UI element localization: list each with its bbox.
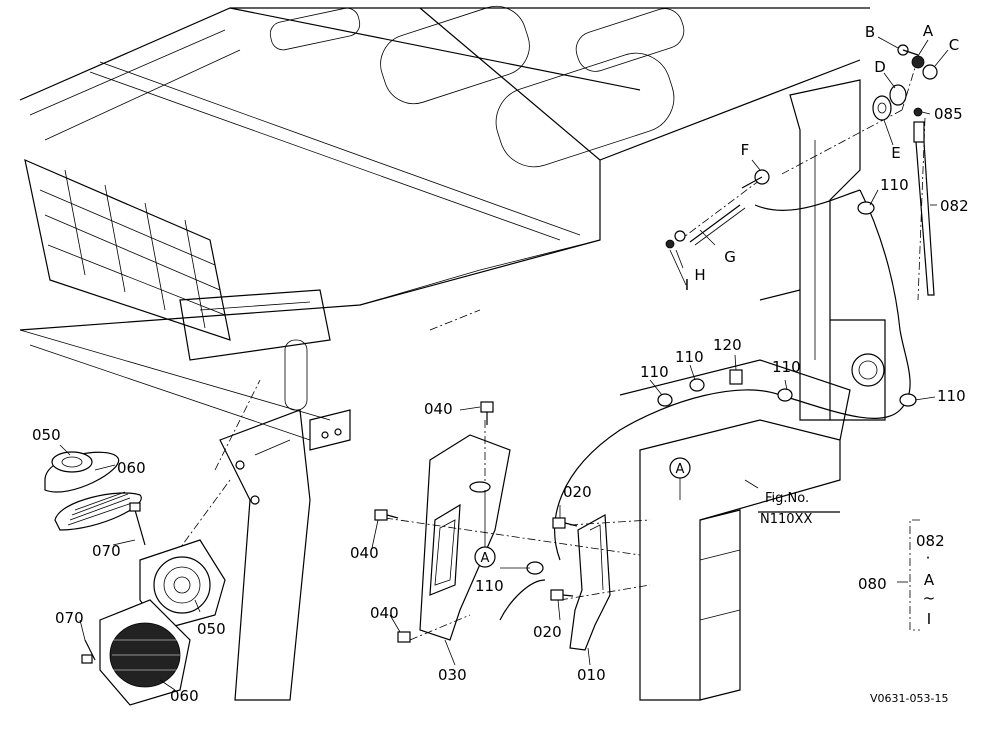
bolt-040-mid [374, 509, 388, 521]
group-range-i: I [927, 610, 931, 628]
drawing-code: V0631-053-15 [870, 692, 948, 705]
fig-reference: Fig.No. N110XX [760, 491, 812, 527]
cable-clips [526, 201, 917, 575]
label-050-right: 050 [197, 620, 226, 638]
speaker-right [81, 539, 226, 706]
bolt-020-low [550, 589, 564, 601]
group-range-tilde: ~ [923, 589, 936, 607]
bolt-040-low [397, 631, 411, 643]
clip-110-a [857, 201, 875, 215]
svg-text:A: A [676, 462, 685, 477]
label-060-bottom: 060 [170, 687, 199, 705]
group-080: 080 082 · A ~ I [858, 519, 945, 631]
label-030: 030 [438, 666, 467, 684]
nut-i [665, 239, 675, 249]
label-110-e: 110 [937, 387, 966, 405]
label-g: G [724, 248, 736, 266]
label-e: E [891, 144, 900, 162]
label-a: A [923, 22, 934, 40]
label-110-b: 110 [640, 363, 669, 381]
cap-c [922, 64, 938, 80]
fig-no-label: Fig.No. [765, 491, 809, 506]
side-panel [619, 79, 886, 701]
group-number: 080 [858, 575, 887, 593]
antenna-base [913, 121, 925, 143]
label-110-f: 110 [475, 577, 504, 595]
washer-h [674, 230, 686, 242]
bolt-020-top [552, 517, 566, 529]
grille-060-left [54, 492, 142, 531]
left-pillar [219, 409, 351, 701]
speaker-left [44, 451, 146, 546]
clip-110-d [777, 388, 793, 402]
group-range-dot: · [926, 549, 931, 567]
label-010: 010 [577, 666, 606, 684]
antenna-mount-hardware [665, 44, 938, 296]
svg-text:A: A [481, 551, 490, 566]
bolts [374, 401, 578, 643]
clip-110-b [657, 393, 673, 407]
washer-e [872, 95, 892, 121]
label-f: F [741, 141, 750, 159]
clip-110-e [899, 393, 917, 407]
label-c: C [949, 36, 959, 54]
label-070-right: 070 [55, 609, 84, 627]
ref-circle-a-right: A [669, 457, 691, 500]
panel-030 [419, 434, 511, 641]
group-range-start: 082 [916, 532, 945, 550]
label-060-top: 060 [117, 459, 146, 477]
label-b: B [865, 23, 875, 41]
label-h: H [694, 266, 705, 284]
bolt-040-top [480, 401, 494, 413]
group-range-a: A [924, 571, 935, 589]
label-082: 082 [940, 197, 969, 215]
label-110-a: 110 [880, 176, 909, 194]
part-labels: B A C D E 085 F 082 110 G H I 110 110 12… [32, 22, 969, 705]
label-050-left: 050 [32, 426, 61, 444]
label-d: D [874, 58, 886, 76]
nut-a [911, 55, 925, 69]
leader-lines [174, 57, 926, 641]
label-040-low: 040 [370, 604, 399, 622]
cab-roof [19, 5, 870, 441]
bracket-010 [499, 514, 611, 651]
label-i: I [685, 276, 689, 294]
label-085: 085 [934, 105, 963, 123]
screw-070-right [84, 639, 96, 661]
ref-circle-a-left: A [474, 490, 496, 568]
stud-g [689, 204, 741, 243]
washer-d [889, 84, 907, 106]
fig-ref-number: N110XX [760, 512, 812, 527]
label-020-top: 020 [563, 483, 592, 501]
nut-085 [913, 107, 923, 117]
label-110-c: 110 [675, 348, 704, 366]
label-110-d: 110 [772, 358, 801, 376]
label-120: 120 [713, 336, 742, 354]
label-020-low: 020 [533, 623, 562, 641]
clamp-120 [729, 369, 743, 385]
label-070-left: 070 [92, 542, 121, 560]
clip-110-c [689, 378, 705, 392]
screw-070-left [134, 509, 146, 546]
label-040-mid: 040 [350, 544, 379, 562]
label-040-top: 040 [424, 400, 453, 418]
antenna-rod [915, 141, 935, 296]
mesh-grille [24, 158, 331, 361]
callout-lines [59, 36, 949, 691]
